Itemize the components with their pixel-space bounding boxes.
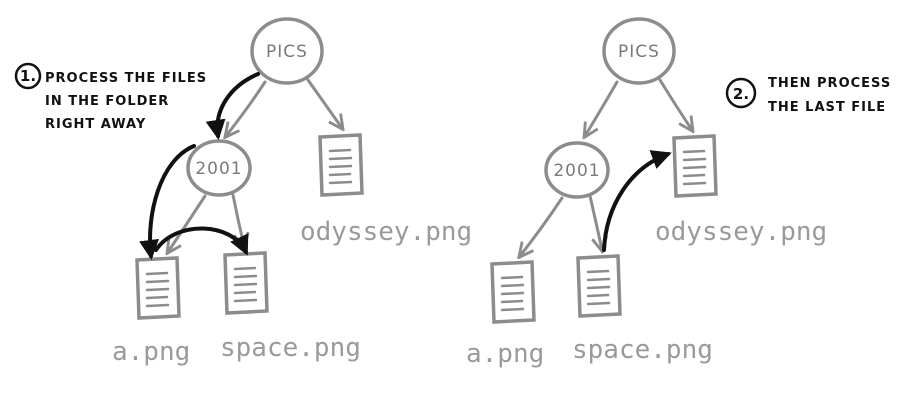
a-file-label-right: a.png bbox=[466, 339, 544, 369]
edge-2001-space-right bbox=[588, 194, 602, 250]
arrow-space-to-odyssey bbox=[602, 150, 672, 252]
folder-2001-node-right: 2001 bbox=[544, 141, 610, 199]
odyssey-file-icon bbox=[318, 133, 364, 197]
space-file-label: space.png bbox=[220, 333, 361, 363]
step-1-note: 1. PROCESS THE FILES IN THE FOLDER RIGHT… bbox=[14, 62, 207, 132]
step-2-number: 2. bbox=[733, 85, 749, 103]
pics-node: PICS bbox=[250, 17, 324, 85]
edge-pics-odyssey-right bbox=[658, 78, 692, 130]
a-file-icon bbox=[135, 256, 181, 320]
step-1-line-3: RIGHT AWAY bbox=[45, 117, 146, 132]
odyssey-file-label-right: odyssey.png bbox=[655, 217, 827, 247]
step-2-line-1: THEN PROCESS bbox=[768, 76, 891, 91]
pics-node-label: PICS bbox=[266, 42, 308, 62]
edge-pics-2001-right bbox=[585, 80, 619, 136]
pics-node-right: PICS bbox=[602, 17, 676, 85]
right-panel: PICS 2001 odyssey.png a.png space.png 2.… bbox=[466, 17, 891, 369]
step-2-note: 2. THEN PROCESS THE LAST FILE bbox=[725, 76, 891, 115]
a-file-icon-right bbox=[490, 260, 536, 324]
edge-pics-odyssey bbox=[306, 78, 342, 128]
a-file-label: a.png bbox=[112, 337, 190, 367]
arrow-a-to-space bbox=[154, 226, 249, 256]
step-2-line-2: THE LAST FILE bbox=[768, 100, 886, 115]
left-panel: PICS 2001 odyssey.png a.png space.png 1.… bbox=[14, 17, 472, 367]
folder-2001-label: 2001 bbox=[195, 159, 242, 179]
pics-node-right-label: PICS bbox=[618, 42, 660, 62]
step-2-circle bbox=[725, 77, 757, 109]
step-1-circle bbox=[14, 62, 42, 90]
step-1-number: 1. bbox=[20, 67, 36, 85]
edge-2001-a-right bbox=[520, 196, 564, 256]
edge-pics-2001 bbox=[226, 80, 267, 136]
odyssey-file-icon-right bbox=[672, 134, 718, 198]
space-file-icon bbox=[223, 251, 269, 315]
folder-2001-right-label: 2001 bbox=[553, 161, 600, 181]
space-file-icon-right bbox=[576, 254, 622, 318]
arrow-2001-to-a bbox=[139, 144, 196, 260]
odyssey-file-label: odyssey.png bbox=[300, 217, 472, 247]
folder-2001-node: 2001 bbox=[186, 139, 252, 197]
step-1-line-1: PROCESS THE FILES bbox=[45, 71, 207, 86]
step-1-line-2: IN THE FOLDER bbox=[45, 94, 169, 109]
arrow-pics-to-2001 bbox=[205, 72, 260, 140]
edge-2001-a bbox=[168, 194, 207, 252]
space-file-label-right: space.png bbox=[572, 335, 713, 365]
